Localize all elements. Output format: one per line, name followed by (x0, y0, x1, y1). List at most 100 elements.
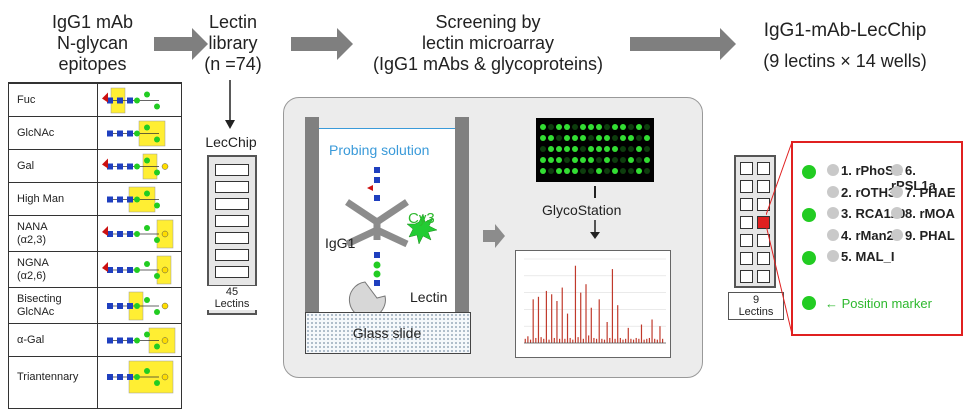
glycan-row-label: Gal (17, 160, 35, 172)
array-spot (620, 146, 626, 152)
header-line: N-glycan (56, 33, 129, 53)
chart-bar (577, 337, 579, 343)
lectin-marker (827, 207, 839, 219)
array-spot (596, 157, 602, 163)
glycan-structure-icon (107, 291, 169, 321)
chart-bar (603, 339, 606, 343)
chart-bar (585, 284, 587, 343)
array-spot (596, 146, 602, 152)
chip-well (757, 162, 770, 175)
chart-bar (582, 338, 584, 343)
array-spot (540, 157, 546, 163)
array-spot (604, 135, 610, 141)
array-spot (612, 146, 618, 152)
chip-well (740, 180, 753, 193)
chart-bar (529, 339, 532, 343)
array-spot (644, 146, 650, 152)
chart-bar (646, 338, 648, 343)
array-spot (548, 168, 554, 174)
flow-arrow-2 (291, 28, 353, 60)
chip-count: 45 (225, 286, 239, 298)
lecchip-9 (734, 155, 776, 288)
array-spot (636, 157, 642, 163)
array-spot (572, 135, 578, 141)
array-spot (580, 135, 586, 141)
array-spot (564, 124, 570, 130)
header-line: IgG1 mAb (51, 12, 134, 32)
array-spot (556, 146, 562, 152)
chart-bar (606, 322, 608, 343)
lectin-name: 7. PHAE (905, 184, 956, 200)
array-spot (572, 124, 578, 130)
glycan-row: High Man (9, 182, 181, 215)
array-spot (580, 146, 586, 152)
igg1-diagram (345, 167, 438, 312)
chart-bar (580, 292, 582, 343)
chart-bar (588, 335, 590, 343)
panel-arrow-head (495, 224, 505, 248)
chart-bar (545, 290, 547, 343)
chip-well (757, 180, 770, 193)
chip-well (215, 232, 249, 244)
array-spot (636, 124, 642, 130)
chart-bar (556, 301, 558, 343)
array-spot (540, 124, 546, 130)
array-spot (636, 168, 642, 174)
chart-bar (572, 339, 574, 343)
probing-solution-label: Probing solution (329, 142, 430, 158)
glycostation-bar-chart (515, 250, 671, 358)
glass-slide-label: Glass slide (352, 325, 422, 341)
array-spot (556, 168, 562, 174)
well-right-wall (455, 117, 469, 312)
lectin-marker (827, 164, 839, 176)
array-spot (580, 157, 586, 163)
array-spot (548, 135, 554, 141)
chart-bar (662, 338, 664, 343)
array-spot (620, 157, 626, 163)
array-spot (548, 157, 554, 163)
array-spot (644, 168, 650, 174)
array-spot (596, 135, 602, 141)
chip-well (740, 198, 753, 211)
header-line: (9 lectins × 14 wells) (763, 51, 927, 71)
array-spot (604, 146, 610, 152)
array-spot (580, 168, 586, 174)
chart-bar (553, 337, 555, 343)
array-spot (556, 135, 562, 141)
glycan-structure-icon (107, 327, 176, 354)
array-spot (564, 146, 570, 152)
chart-bar (601, 338, 603, 343)
chip-unit: Lectins (214, 298, 250, 310)
glycan-row-label: GlcNAc (17, 127, 55, 139)
glycan-row: Bisecting GlcNAc (9, 287, 181, 323)
lectin-name: 4. rMan2 (841, 227, 894, 243)
glycan-structure-icon (102, 153, 169, 180)
chart-bar (622, 339, 624, 343)
chip-well (215, 164, 249, 176)
lectin-name: 3. RCA120 (841, 206, 906, 221)
lecchip-9-label: 9 Lectins (728, 292, 784, 320)
chip-well (757, 270, 770, 283)
chart-bar (595, 338, 598, 343)
chart-bar (540, 337, 542, 343)
flow-arrow-1 (154, 28, 208, 60)
microarray-scan-image (536, 118, 654, 182)
glycan-structure-icon (107, 120, 166, 147)
chart-bar (524, 338, 526, 343)
array-spot (612, 157, 618, 163)
chip-well (215, 215, 249, 227)
glycan-row-label: NGNA (α2,6) (17, 257, 49, 282)
glycan-row-label: Triantennary (17, 370, 79, 383)
chip-count: 9 (752, 294, 760, 306)
chart-bar (627, 327, 629, 343)
glycan-structure-icon (107, 186, 160, 213)
array-spot (572, 146, 578, 152)
chart-bar (617, 305, 619, 343)
array-spot (612, 135, 618, 141)
glycan-row: NANA (α2,3) (9, 215, 181, 251)
lectin-marker (827, 228, 839, 241)
cy3-label: Cy3 (408, 210, 435, 227)
chip-well (740, 270, 753, 283)
